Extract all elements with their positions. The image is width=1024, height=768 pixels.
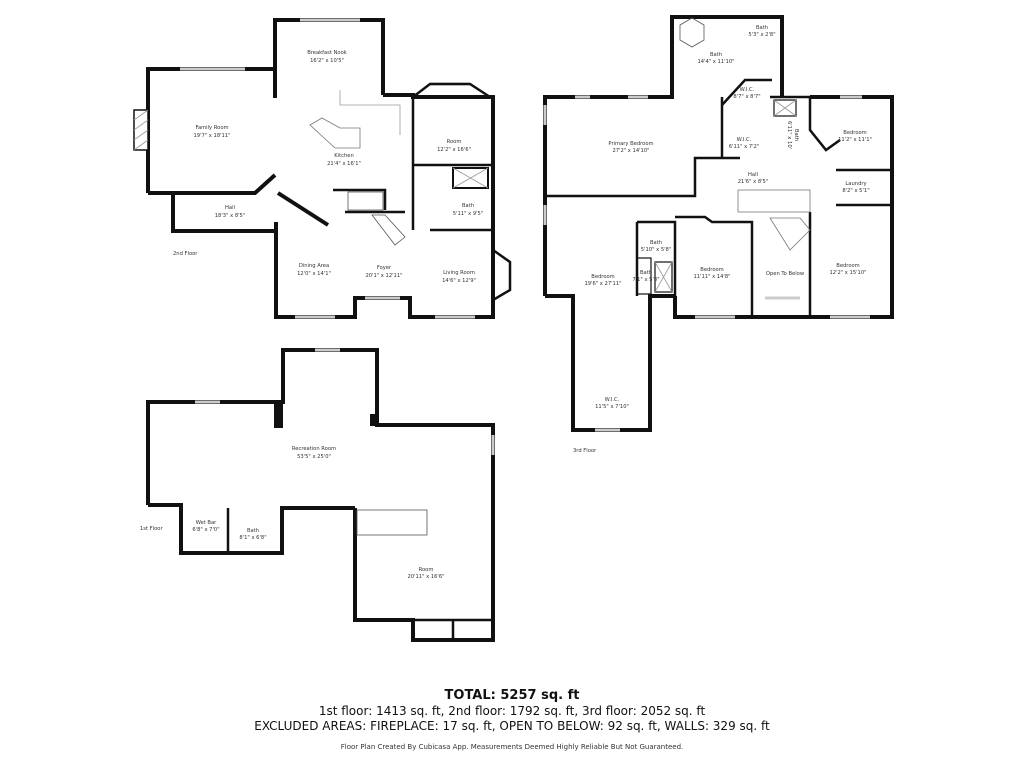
room-name: Bath [793,129,799,141]
room-name: Laundry [845,181,866,187]
room-dims: 14'4" x 11'10" [697,59,734,65]
floor-label-2nd: 2nd Floor [173,251,198,257]
floor-plan-1st-floor: 1st Floor [140,348,495,642]
room-dims: 53'5" x 25'0" [297,454,331,460]
room-dims: 8'1" x 6'8" [239,535,266,541]
room-dims: 11'5" x 7'10" [595,404,629,410]
room-dims: 7'1" x 5'8" [632,277,659,283]
room-dims: 14'6" x 12'9" [442,278,476,284]
room-dims: 8'7" x 8'7" [733,94,760,100]
room-dims: 19'6" x 27'11" [584,281,621,287]
room-name: W.I.C. [740,87,755,93]
room-name: Room [447,139,462,145]
room-name: Hall [225,205,235,211]
room-dims: 21'6" x 8'5" [738,179,769,185]
room-dims: 12'2" x 16'6" [437,147,471,153]
room-name: Bath [462,203,474,209]
room-name: Open To Below [766,271,805,277]
room-name: W.I.C. [737,137,752,143]
room-dims: 16'2" x 10'5" [310,58,344,64]
room-dims: 12'2" x 15'10" [829,270,866,276]
excluded-areas: EXCLUDED AREAS: FIREPLACE: 17 sq. ft, OP… [254,719,770,733]
floor-label-1st: 1st Floor [140,526,163,532]
room-name: Bedroom [700,267,723,273]
room-name: Living Room [443,270,475,276]
room-dims: 6'8" x 7'0" [192,527,219,533]
room-name: Kitchen [334,153,354,159]
room-name: W.I.C. [605,397,620,403]
room-dims: 5'11" x 9'5" [453,211,484,217]
room-name: Breakfast Nook [307,50,347,56]
room-dims: 21'4" x 16'1" [327,161,361,167]
room-name: Foyer [377,265,392,271]
room-dims: 8'2" x 5'1" [842,188,869,194]
room-name: Bath [756,25,768,31]
room-dims: 20'11" x 16'6" [407,574,444,580]
room-dims: 20'1" x 12'11" [365,273,402,279]
total-area: TOTAL: 5257 sq. ft [444,688,580,703]
room-name: Hall [748,172,758,178]
room-dims: 11'11" x 14'8" [693,274,730,280]
room-name: Bath [710,52,722,58]
room-dims: 6'11" x 7'2" [729,144,760,150]
room-name: Bath [247,528,259,534]
room-name: Family Room [195,125,228,131]
room-dims: 18'3" x 8'5" [215,213,246,219]
room-dims: 5'10" x 5'8" [641,247,672,253]
room-name: Wet Bar [196,520,217,526]
room-labels: Breakfast Nook 16'2" x 10'5" Family Room… [192,25,872,580]
room-name: Dining Area [299,263,329,269]
floor-plan-3rd-floor: 3rd Floor [543,15,894,454]
room-name: Bedroom [843,130,866,136]
room-dims: 27'2" x 14'10" [612,148,649,154]
room-dims: 12'0" x 14'1" [297,271,331,277]
room-dims: 6'11" x 10' [786,121,792,149]
room-name: Bath [650,240,662,246]
room-name: Bedroom [591,274,614,280]
room-dims: 19'7" x 18'11" [193,133,230,139]
floor-label-3rd: 3rd Floor [573,448,597,454]
room-name: Bath [640,270,652,276]
floor-areas: 1st floor: 1413 sq. ft, 2nd floor: 1792 … [318,704,706,718]
room-name: Primary Bedroom [608,141,653,147]
floor-plan-2nd-floor: 2nd Floor [133,18,512,319]
disclaimer: Floor Plan Created By Cubicasa App. Meas… [340,743,684,751]
room-dims: 5'3" x 2'8" [748,32,775,38]
room-name: Recreation Room [292,446,336,452]
room-dims: 11'2" x 11'1" [838,137,872,143]
room-name: Bedroom [836,263,859,269]
room-name: Room [419,567,434,573]
fireplace [133,109,149,151]
